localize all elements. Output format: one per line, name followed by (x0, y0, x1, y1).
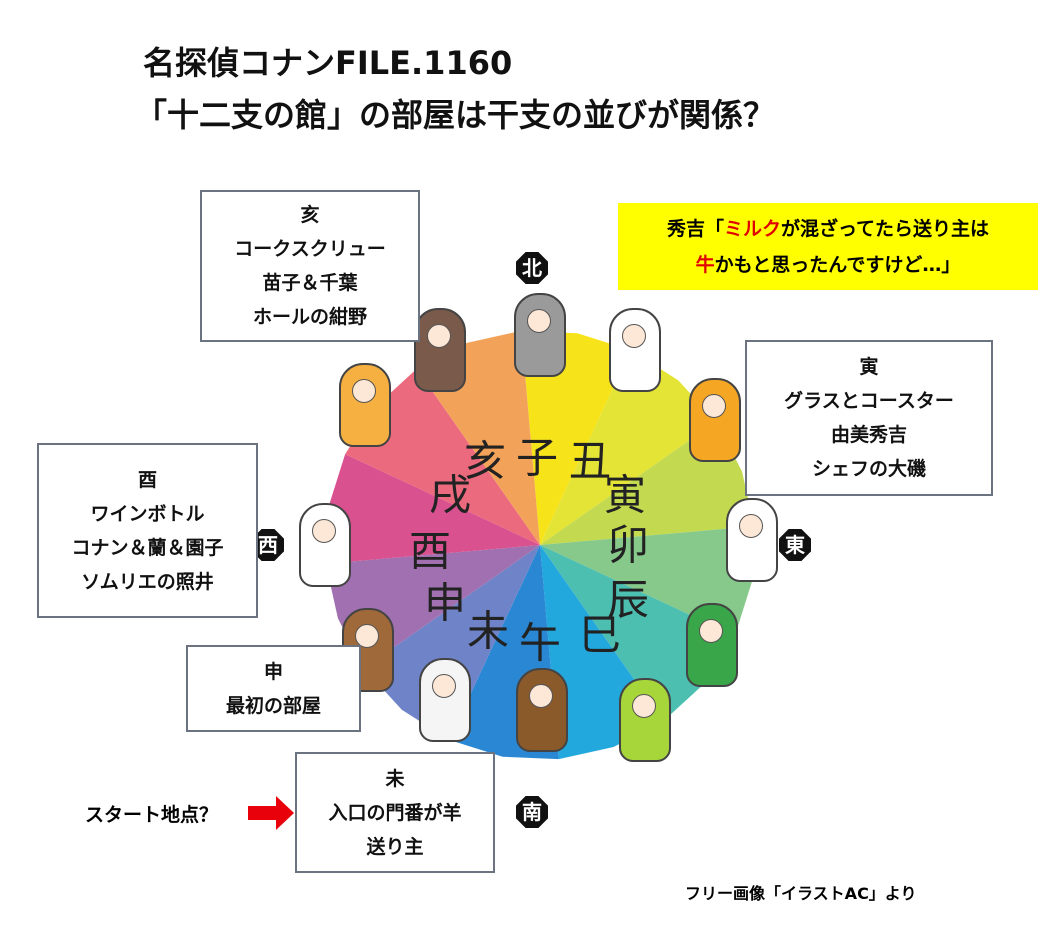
zodiac-label: 申 (423, 578, 467, 628)
zodiac-label: 巳 (578, 610, 622, 660)
boar-room-box: 亥コークスクリュー苗子＆千葉ホールの紺野 (200, 190, 420, 342)
box-line: 寅 (859, 356, 879, 378)
box-line: 未 (385, 767, 405, 790)
quote-text: が混ざってたら送り主は (780, 217, 990, 240)
zodiac-label: 辰 (606, 575, 650, 625)
box-line: 苗子＆千葉 (262, 272, 358, 294)
zodiac-label: 午 (518, 618, 562, 668)
animal-costume-icon (686, 603, 738, 687)
title-line1: 名探偵コナンFILE.1160 (143, 44, 513, 82)
animal-costume-icon (619, 678, 671, 762)
zodiac-label: 戌 (428, 470, 472, 520)
box-line: グラスとコースター (784, 390, 954, 412)
box-line: シェフの大磯 (811, 458, 926, 480)
box-line: 最初の部屋 (225, 694, 321, 717)
animal-costume-icon (419, 658, 471, 742)
animal-costume-icon (689, 378, 741, 462)
zodiac-label: 未 (466, 606, 510, 656)
box-line: 申 (263, 660, 283, 683)
animal-costume-icon (726, 498, 778, 582)
hideyoshi-quote: 秀吉「ミルクが混ざってたら送り主は 牛かもと思ったんですけど…」 (618, 203, 1038, 290)
box-line: コークスクリュー (234, 238, 386, 260)
zodiac-label: 卯 (606, 520, 650, 570)
wheel-segment (363, 545, 540, 740)
quote-milk: ミルク (723, 217, 781, 240)
rooster-room-box: 酉ワインボトルコナン＆蘭＆園子ソムリエの照井 (37, 443, 258, 618)
direction-east-icon: 東 (779, 529, 811, 561)
wheel-segment (325, 454, 540, 564)
box-line: 入口の門番が羊 (328, 801, 462, 824)
box-line: 由美秀吉 (830, 424, 907, 446)
animal-costume-icon (339, 363, 391, 447)
direction-north-icon: 北 (516, 252, 548, 284)
box-line: 酉 (137, 468, 157, 491)
wheel-segment (521, 330, 631, 545)
zodiac-label: 酉 (408, 526, 452, 576)
box-line: ホールの紺野 (252, 306, 367, 328)
zodiac-label: 子 (515, 433, 559, 483)
box-line: ソムリエの照井 (81, 570, 214, 593)
animal-costume-icon (516, 668, 568, 752)
direction-south-icon: 南 (516, 796, 548, 828)
title-line2: 「十二支の館」の部屋は干支の並びが関係？ (135, 96, 776, 134)
box-line: コナン＆蘭＆園子 (71, 536, 224, 559)
red-arrow-icon (248, 796, 294, 830)
quote-speaker: 秀吉「 (666, 217, 724, 240)
start-point-label: スタート地点？ (85, 804, 219, 826)
animal-costume-icon (609, 308, 661, 392)
wheel-segment (345, 368, 540, 545)
box-line: ワインボトル (90, 502, 205, 525)
image-credit: フリー画像「イラストAC」より (685, 884, 917, 903)
box-line: 送り主 (366, 835, 424, 858)
monkey-room-box: 申最初の部屋 (186, 645, 361, 732)
box-line: 亥 (300, 204, 320, 226)
zodiac-label: 寅 (603, 470, 647, 520)
quote-text-end: かもと思ったんですけど…」 (714, 253, 961, 276)
animal-costume-icon (514, 293, 566, 377)
wheel-segment (540, 350, 717, 545)
sheep-room-box: 未入口の門番が羊送り主 (295, 752, 495, 873)
animal-costume-icon (299, 503, 351, 587)
zodiac-label: 丑 (568, 436, 612, 486)
zodiac-label: 亥 (463, 436, 507, 486)
tiger-room-box: 寅グラスとコースター由美秀吉シェフの大磯 (745, 340, 993, 496)
animal-costume-icon (414, 308, 466, 392)
quote-cow: 牛 (695, 253, 715, 276)
